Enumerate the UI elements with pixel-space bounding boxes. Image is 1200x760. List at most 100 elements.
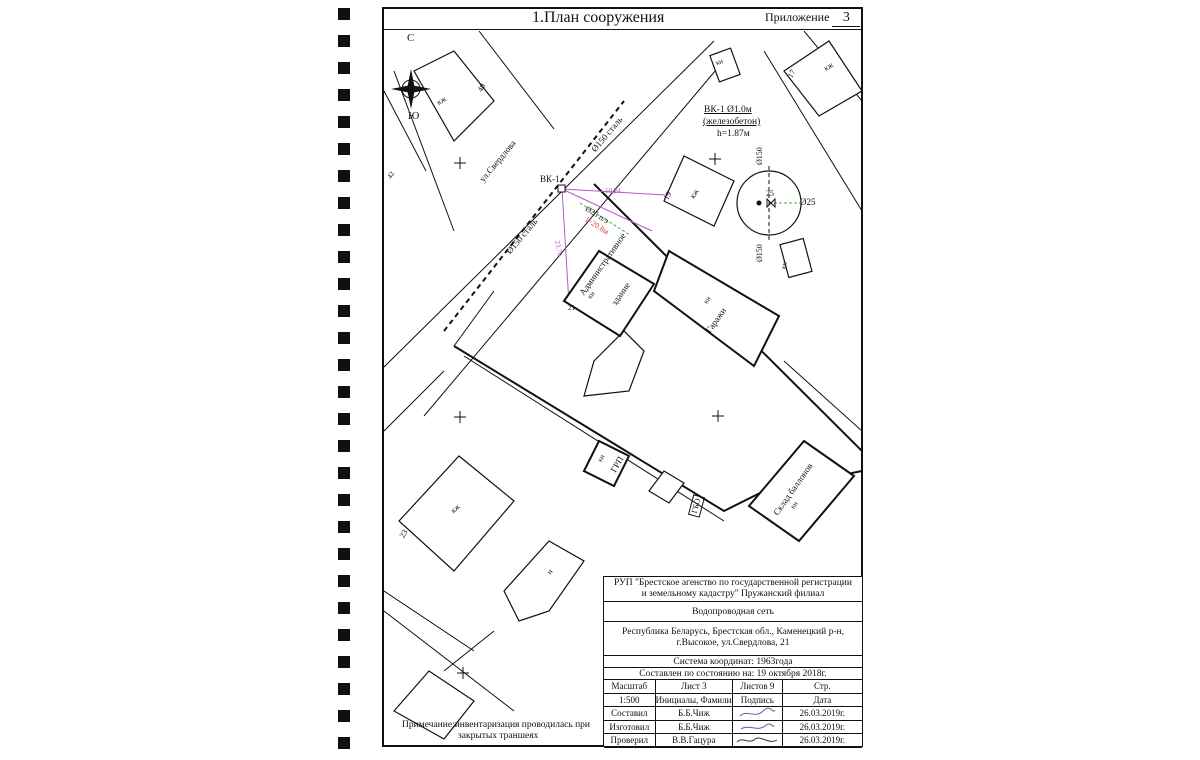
spiral-binding: [336, 0, 356, 760]
binding-hole: [338, 197, 350, 209]
appendix-label: Приложение 3: [765, 10, 861, 27]
signature-mark: [733, 707, 783, 720]
binding-hole: [338, 170, 350, 182]
branch-left: [561, 188, 570, 305]
binding-hole: [338, 89, 350, 101]
dim-top: 10.24: [605, 187, 621, 195]
binding-hole: [338, 683, 350, 695]
signature-mark: [733, 720, 783, 733]
building-kn-small: [779, 237, 813, 279]
grid-cell: Изготовил: [604, 720, 656, 733]
well-vk1-marker: [557, 184, 566, 193]
grid-cell: Стр.: [813, 681, 831, 691]
grid-cell: Б.Б.Чиж: [656, 720, 734, 733]
binding-hole: [338, 332, 350, 344]
object-row: Водопроводная сеть: [604, 602, 862, 622]
grid-cell: Масштаб: [604, 680, 656, 693]
parcel-line: [384, 90, 427, 172]
water-main-pipe: [443, 100, 625, 332]
grid-cross: [457, 667, 469, 679]
title-row: 1.План сооружения Приложение 3: [382, 7, 863, 30]
valve-icon: [766, 197, 776, 209]
binding-hole: [338, 440, 350, 452]
building-kzh-17: [783, 40, 862, 117]
binding-hole: [338, 629, 350, 641]
well-detail-center: [756, 200, 762, 206]
binding-hole: [338, 278, 350, 290]
building-grp: [582, 439, 631, 488]
branch-diagonal: [561, 188, 653, 232]
binding-hole: [338, 251, 350, 263]
binding-hole: [338, 494, 350, 506]
binding-hole: [338, 656, 350, 668]
binding-hole: [338, 548, 350, 560]
site-plan-map: [384, 31, 862, 740]
grid-cell: Листов 9: [733, 680, 783, 693]
org-line-2: и земельному кадастру" Пружанский филиал: [641, 589, 825, 599]
building-kzh-23: [398, 455, 515, 572]
coord-row: Система координат: 1963года: [604, 656, 862, 668]
grid-cell: Б.Б.Чиж: [656, 707, 734, 720]
dim-left: 23.70: [553, 239, 564, 257]
site-boundary-lower-inner: [463, 355, 725, 522]
org-line-1: РУП "Брестское агенство по государственн…: [614, 578, 852, 588]
binding-hole: [338, 521, 350, 533]
org-row: РУП "Брестское агенство по государственн…: [604, 577, 862, 602]
binding-hole: [338, 359, 350, 371]
building-kn-top: [709, 47, 741, 83]
footnote-line-1: Примечание:инвентаризация проводилась пр…: [402, 720, 591, 730]
compass-south: Ю: [408, 110, 420, 122]
binding-hole: [338, 413, 350, 425]
appendix-text: Приложение: [765, 10, 830, 24]
binding-hole: [338, 8, 350, 20]
building-bottom: [393, 670, 475, 740]
grid-cell: В.В.Гацура: [656, 734, 734, 747]
site-line: [783, 360, 862, 432]
grid-cell: 26.03.2019г.: [799, 721, 846, 732]
grid-cross: [454, 157, 466, 169]
building-small: [648, 470, 685, 504]
well-spec-2: (железобетон): [703, 117, 761, 127]
parcel-line: [443, 630, 495, 672]
well-id: ВК-1: [540, 174, 560, 184]
admin-number: 21: [568, 304, 575, 312]
binding-hole: [338, 386, 350, 398]
grid-row: Проверил В.В.Гацура 26.03.2019г.: [604, 734, 862, 748]
address-line-2: г.Высокое, ул.Свердлова, 21: [676, 638, 790, 648]
parcel-line: [393, 70, 455, 232]
grid-cell: Лист 3: [656, 680, 734, 693]
signature-grid: Масштаб Лист 3 Листов 9 Стр. 1:500 Иници…: [604, 680, 862, 748]
title-block: РУП "Брестское агенство по государственн…: [603, 576, 863, 748]
grid-cell: 26.03.2019г.: [799, 735, 846, 745]
binding-hole: [338, 710, 350, 722]
binding-hole: [338, 116, 350, 128]
grid-cross: [709, 153, 721, 165]
grid-cell: Дата: [813, 694, 832, 705]
street-edge-right: [423, 50, 733, 417]
building-admin: [562, 249, 656, 338]
grid-cell: Инициалы, Фамилия: [655, 693, 734, 706]
well-number: 25: [766, 189, 774, 198]
building-garage: [652, 249, 781, 368]
grid-cell: 26.03.2019г.: [799, 708, 846, 718]
grid-row: Масштаб Лист 3 Листов 9 Стр.: [604, 680, 862, 694]
binding-hole: [338, 305, 350, 317]
well-spec-3: h=1.87м: [717, 129, 750, 139]
grid-row: Составил Б.Б.Чиж 26.03.2019г.: [604, 707, 862, 721]
appendix-number: 3: [832, 10, 861, 27]
parcel-line: [384, 370, 445, 432]
parcel-line: [478, 31, 555, 130]
well-pipe-bottom: Ø150: [755, 244, 764, 262]
grid-cross: [712, 410, 724, 422]
building-kzh-19: [663, 155, 735, 227]
footnote-line-2: закрытых траншеях: [458, 731, 539, 741]
binding-hole: [338, 224, 350, 236]
grid-row: 1:500 Инициалы, Фамилия Подпись Дата: [604, 693, 862, 707]
grid-cell: Проверил: [604, 734, 656, 747]
grid-cross: [454, 411, 466, 423]
composed-row: Составлен по состоянию на: 19 октября 20…: [604, 668, 862, 680]
footnote: Примечание:инвентаризация проводилась пр…: [402, 720, 602, 742]
compass-north: С: [407, 32, 415, 44]
address-line-1: Республика Беларусь, Брестская обл., Кам…: [622, 627, 844, 637]
parcel-line: [763, 50, 862, 212]
